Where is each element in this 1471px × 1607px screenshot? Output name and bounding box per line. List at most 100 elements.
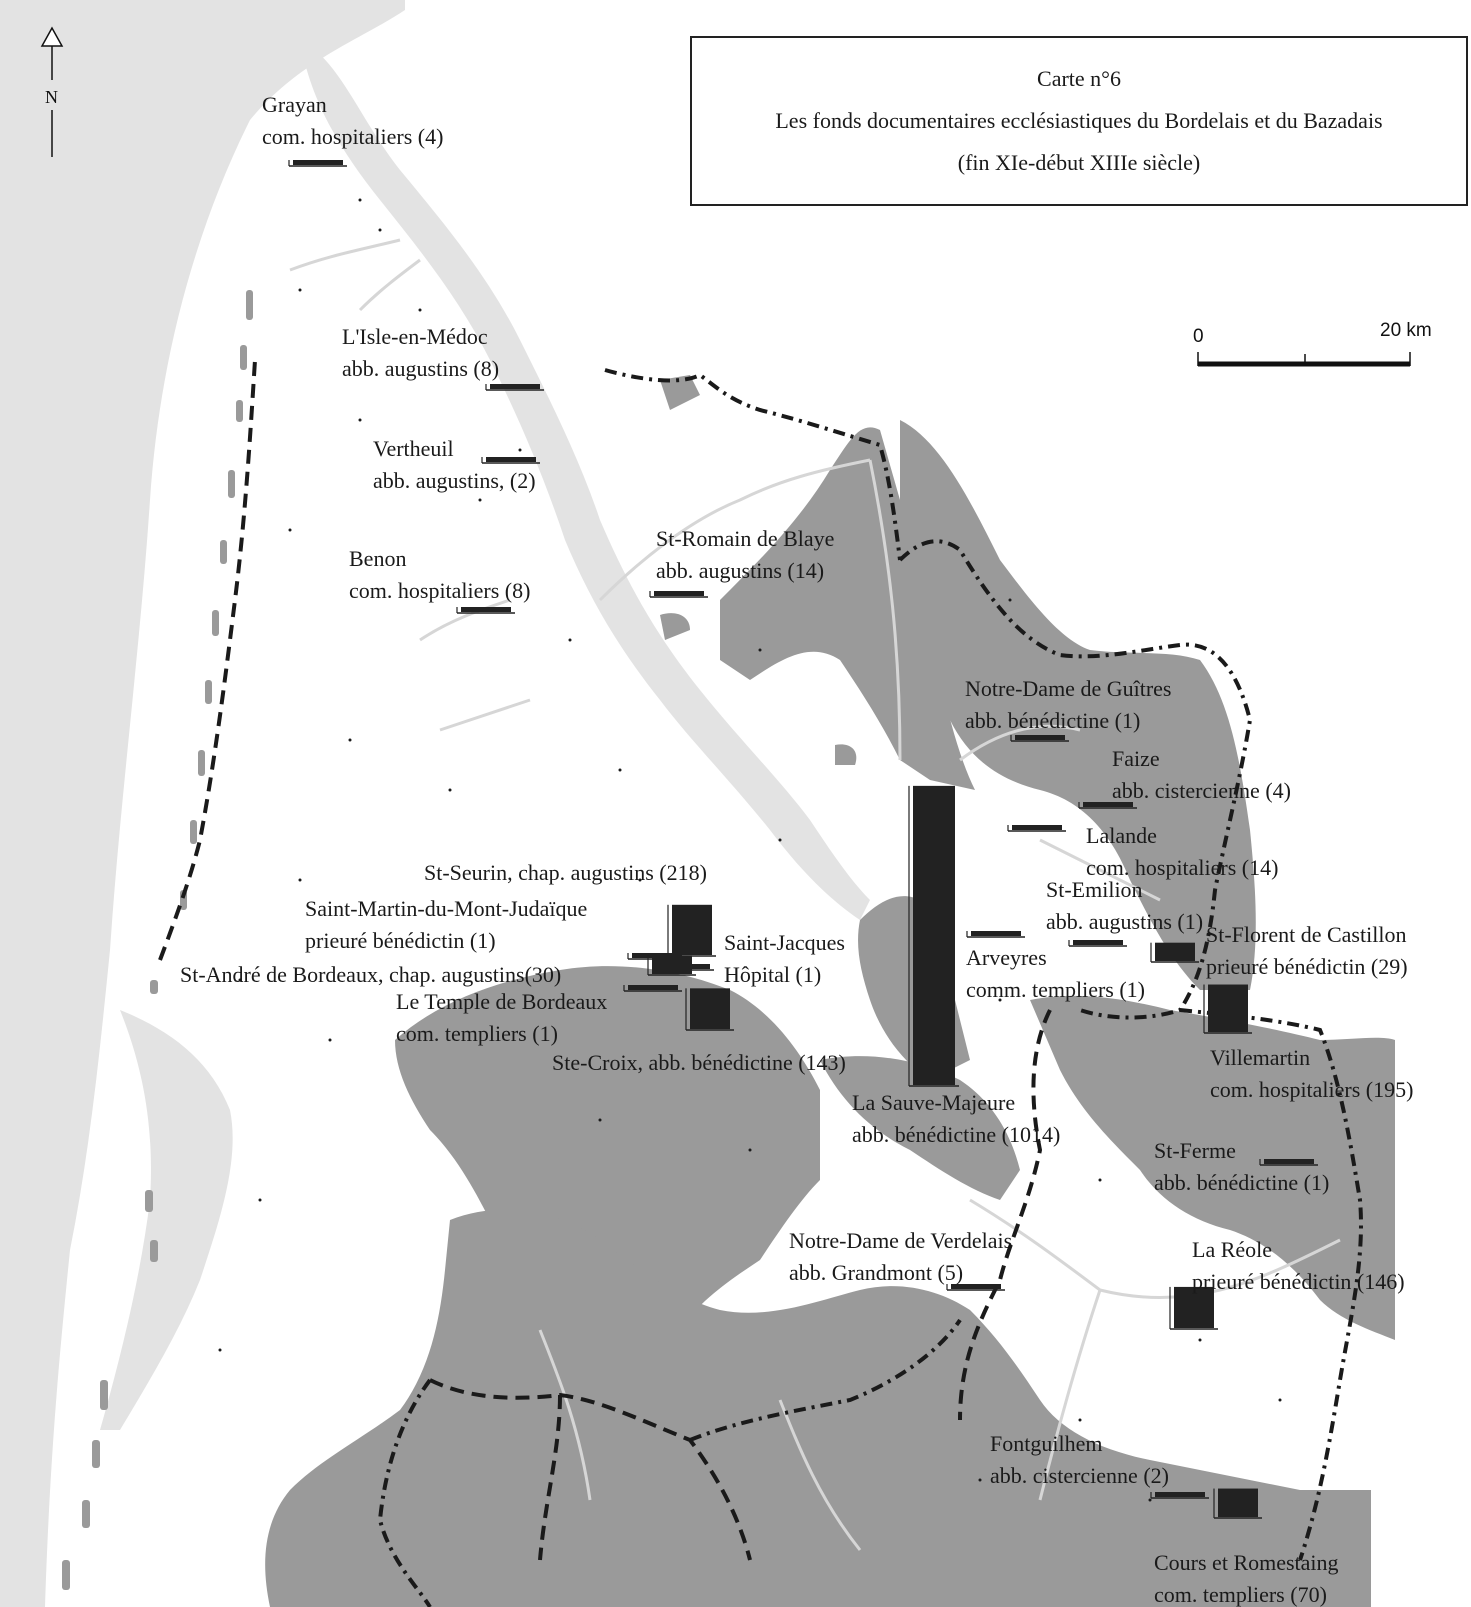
site-label-lalande: Lalande com. hospitaliers (14) — [1086, 823, 1278, 880]
site-label-line1-vertheuil: Vertheuil — [373, 436, 454, 461]
bar-temple — [623, 985, 682, 992]
boundaries — [158, 359, 1363, 1607]
site-label-line1-villemartin: Villemartin — [1210, 1045, 1310, 1070]
bar-fill-stflorent — [1155, 942, 1195, 961]
bar-stromain — [649, 591, 708, 598]
map-title: Les fonds documentaires ecclésiastiques … — [775, 108, 1383, 133]
bar-lisle — [485, 384, 544, 391]
site-label-line1-grayan: Grayan — [262, 92, 327, 117]
scale-end-label: 20 km — [1380, 320, 1432, 341]
site-label-line2-stflorent: prieuré bénédictin (29) — [1206, 954, 1408, 979]
site-label-sauve: La Sauve-Majeure abb. bénédictine (1014) — [852, 1090, 1060, 1147]
site-label-line1-standre: St-André de Bordeaux, chap. augustins(30… — [180, 962, 561, 987]
bar-verdelais — [946, 1284, 1005, 1291]
site-label-line1-arveyres: Arveyres — [966, 945, 1047, 970]
map-title-number: Carte n°6 — [1037, 66, 1121, 91]
bar-stjacques — [655, 964, 714, 971]
scale-start-label: 0 — [1193, 326, 1204, 347]
site-label-line1-sauve: La Sauve-Majeure — [852, 1090, 1015, 1115]
site-label-arveyres: Arveyres comm. templiers (1) — [966, 945, 1145, 1002]
bar-ndguitres — [1010, 735, 1069, 742]
document-bars — [288, 160, 1318, 1519]
site-label-line1-faize: Faize — [1112, 746, 1160, 771]
bar-fill-lisle — [490, 384, 540, 389]
site-label-line2-verdelais: abb. Grandmont (5) — [789, 1260, 963, 1285]
bar-arveyres — [966, 931, 1025, 938]
site-label-line2-temple: com. templiers (1) — [396, 1021, 558, 1046]
bar-stecroix — [685, 988, 734, 1031]
bar-lalande — [1007, 825, 1066, 832]
north-arrow: N — [40, 26, 64, 157]
site-label-line1-lareole: La Réole — [1192, 1237, 1272, 1262]
site-label-line2-lalande: com. hospitaliers (14) — [1086, 855, 1278, 880]
site-label-line1-stmartin: Saint-Martin-du-Mont-Judaïque — [305, 896, 587, 921]
site-label-line2-lisle: abb. augustins (8) — [342, 356, 499, 381]
bar-fill-verdelais — [951, 1284, 1001, 1289]
site-label-villemartin: Villemartin com. hospitaliers (195) — [1210, 1045, 1413, 1102]
site-label-line1-stjacques: Saint-Jacques — [724, 930, 845, 955]
bar-benon — [456, 607, 515, 614]
site-label-line1-stflorent: St-Florent de Castillon — [1206, 922, 1406, 947]
bar-grayan — [288, 160, 347, 167]
site-label-line2-stjacques: Hôpital (1) — [724, 962, 821, 987]
bar-fill-cours — [1218, 1488, 1258, 1517]
bar-villemartin — [1203, 984, 1252, 1034]
site-label-standre: St-André de Bordeaux, chap. augustins(30… — [180, 962, 561, 987]
rivers — [289, 238, 1341, 1551]
site-label-line1-temple: Le Temple de Bordeaux — [396, 989, 607, 1014]
site-label-line2-arveyres: comm. templiers (1) — [966, 977, 1145, 1002]
site-label-line2-ndguitres: abb. bénédictine (1) — [965, 708, 1140, 733]
bar-fontguilhem — [1150, 1492, 1209, 1499]
map-subtitle: (fin XIe-début XIIIe siècle) — [957, 150, 1201, 175]
site-label-stecroix: Ste-Croix, abb. bénédictine (143) — [552, 1050, 846, 1075]
bar-stseurin — [667, 904, 716, 957]
bar-fill-fontguilhem — [1155, 1492, 1205, 1497]
bar-stferme — [1259, 1159, 1318, 1166]
site-label-stflorent: St-Florent de Castillon prieuré bénédicti… — [1206, 922, 1408, 979]
site-label-line1-stseurin: St-Seurin, chap. augustins (218) — [424, 860, 707, 885]
site-label-temple: Le Temple de Bordeaux com. templiers (1) — [396, 989, 607, 1046]
site-label-line1-cours: Cours et Romestaing — [1154, 1550, 1339, 1575]
site-label-line2-stmartin: prieuré bénédictin (1) — [305, 928, 496, 953]
coast-fragments — [62, 290, 253, 1590]
site-label-line2-faize: abb. cistercienne (4) — [1112, 778, 1291, 803]
bar-vertheuil — [481, 457, 540, 464]
bar-fill-grayan — [293, 160, 343, 165]
site-label-line2-vertheuil: abb. augustins, (2) — [373, 468, 536, 493]
bar-fill-stecroix — [690, 988, 730, 1029]
site-label-stmartin: Saint-Martin-du-Mont-Judaïque prieuré bén… — [305, 896, 587, 953]
site-label-stseurin: St-Seurin, chap. augustins (218) — [424, 860, 707, 885]
site-label-line2-villemartin: com. hospitaliers (195) — [1210, 1077, 1413, 1102]
bar-sauve — [908, 785, 959, 1087]
site-label-line2-sauve: abb. bénédictine (1014) — [852, 1122, 1060, 1147]
site-label-line1-stecroix: Ste-Croix, abb. bénédictine (143) — [552, 1050, 846, 1075]
site-label-grayan: Grayan com. hospitaliers (4) — [262, 92, 443, 149]
site-label-line2-benon: com. hospitaliers (8) — [349, 578, 530, 603]
north-label: N — [45, 87, 58, 107]
bar-stflorent — [1150, 942, 1199, 963]
bar-fill-stferme — [1264, 1159, 1314, 1164]
bar-fill-ndguitres — [1015, 735, 1065, 740]
site-label-line1-stemilion: St-Emilion — [1046, 877, 1143, 902]
map-title-box: Carte n°6 Les fonds documentaires ecclés… — [690, 36, 1468, 206]
site-label-line2-stferme: abb. bénédictine (1) — [1154, 1170, 1329, 1195]
site-label-line2-fontguilhem: abb. cistercienne (2) — [990, 1463, 1169, 1488]
bar-fill-sauve — [913, 785, 955, 1085]
site-label-line2-grayan: com. hospitaliers (4) — [262, 124, 443, 149]
bar-faize — [1078, 802, 1137, 809]
bar-fill-temple — [628, 985, 678, 990]
scale-bar: 0 20 km — [1193, 320, 1432, 367]
bar-fill-stjacques — [660, 964, 710, 969]
bar-fill-stemilion — [1073, 940, 1123, 945]
site-label-line1-stromain: St-Romain de Blaye — [656, 526, 834, 551]
bar-fill-lareole — [1174, 1286, 1214, 1328]
site-label-faize: Faize abb. cistercienne (4) — [1112, 746, 1291, 803]
site-label-line1-lalande: Lalande — [1086, 823, 1157, 848]
